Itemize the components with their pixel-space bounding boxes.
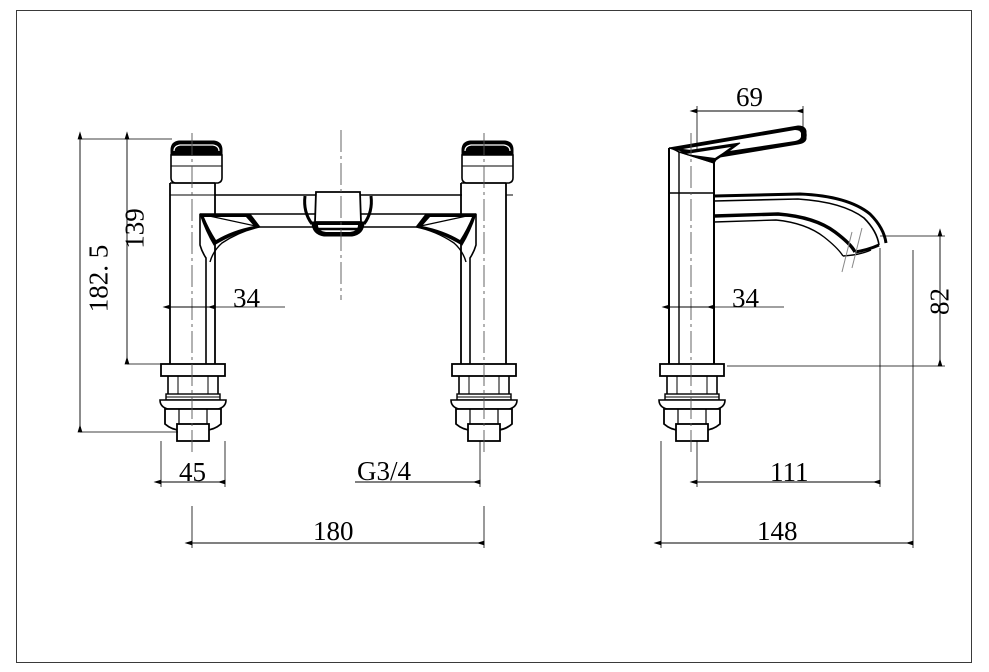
dimension-69: [689, 106, 804, 152]
front-view-left-base: [159, 363, 227, 442]
dimension-label-g34: G3/4: [357, 456, 411, 486]
front-view-centre-outlet: [303, 191, 373, 237]
dimension-45: [153, 441, 226, 487]
dimension-139: [124, 131, 163, 365]
side-view-column: [668, 147, 715, 364]
sheet-border: [16, 10, 972, 663]
front-view-left-column: [169, 140, 223, 364]
side-view-base: [658, 363, 726, 442]
dimension-label-139: 139: [119, 208, 150, 249]
front-view-spout-body: [170, 194, 513, 364]
dimension-label-34-side: 34: [732, 283, 759, 313]
dimension-label-34-front: 34: [233, 283, 260, 313]
dimension-label-69: 69: [736, 82, 763, 112]
dimension-label-82: 82: [924, 288, 955, 315]
dimension-label-111: 111: [770, 457, 809, 487]
side-view-spout: [713, 192, 888, 273]
dimension-g34: [355, 441, 481, 487]
dimension-label-148: 148: [757, 516, 798, 546]
front-view-right-column: [460, 140, 514, 364]
dimension-180: [184, 506, 485, 548]
dimension-label-182-5: 182. 5: [83, 244, 114, 313]
dimension-label-180: 180: [313, 516, 354, 546]
side-view-lever-handle: [668, 125, 807, 168]
dimension-111: [689, 248, 881, 487]
dimension-label-45: 45: [179, 457, 206, 487]
front-view-centrelines: [191, 130, 485, 452]
dimension-82: [727, 228, 945, 367]
dimension-148: [653, 250, 914, 548]
